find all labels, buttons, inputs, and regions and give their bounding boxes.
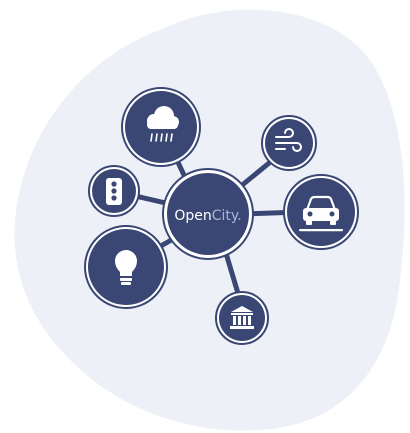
car-node bbox=[283, 174, 359, 250]
wind-icon bbox=[275, 128, 302, 152]
traffic-light-icon bbox=[106, 178, 122, 205]
wind-node bbox=[261, 115, 317, 171]
opencity-hub: OpenCity. bbox=[162, 168, 254, 260]
opencity-logo: OpenCity. bbox=[174, 208, 241, 224]
traffic-light-node bbox=[88, 165, 140, 217]
government-building-icon bbox=[230, 306, 254, 329]
light-bulb-icon bbox=[115, 250, 137, 285]
rain-cloud-node bbox=[121, 87, 201, 167]
logo-city-text: City bbox=[212, 208, 239, 224]
light-bulb-node bbox=[84, 225, 168, 309]
logo-open-text: Open bbox=[174, 208, 211, 224]
government-building-node bbox=[215, 291, 269, 345]
rain-cloud-icon bbox=[147, 106, 179, 142]
logo-dot: . bbox=[237, 208, 241, 224]
car-icon bbox=[299, 195, 343, 232]
